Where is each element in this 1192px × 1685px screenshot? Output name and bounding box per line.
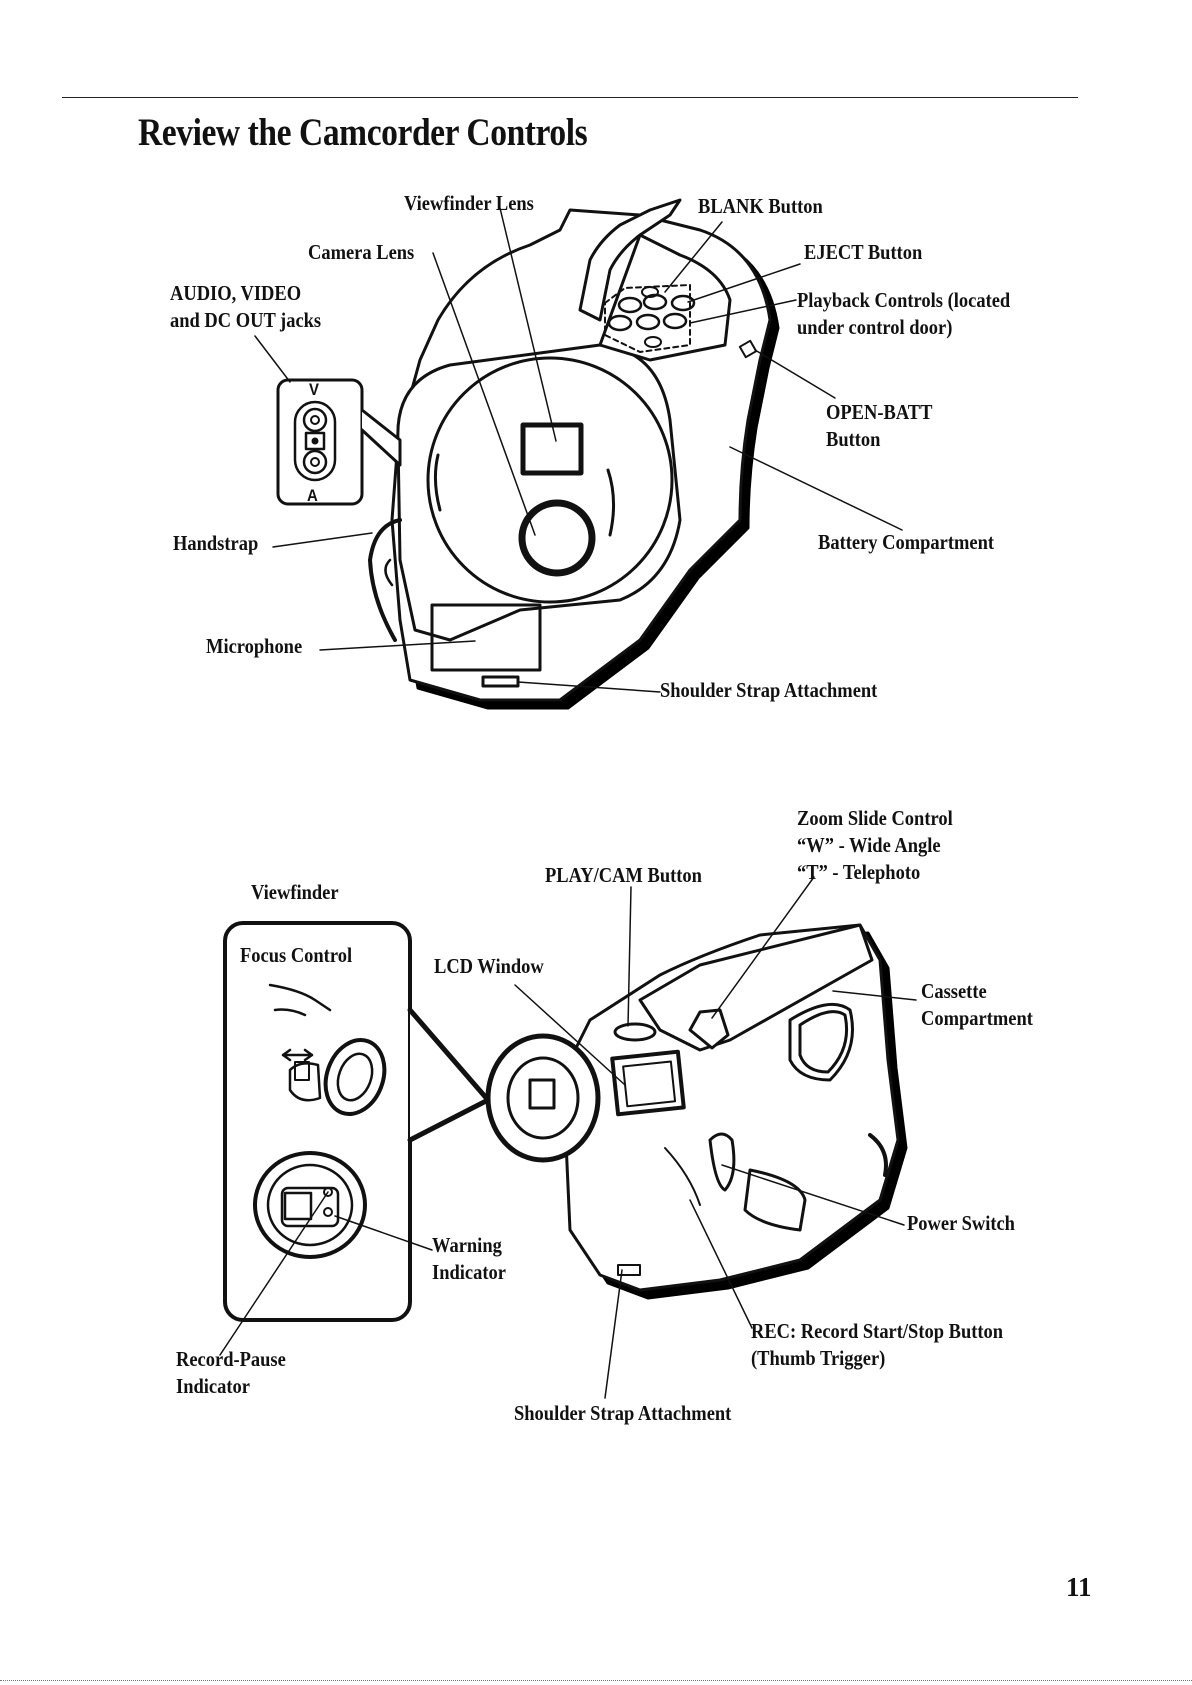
label-open-batt-button: OPEN-BATT Button [826,400,933,451]
label-viewfinder-lens: Viewfinder Lens [404,191,534,215]
label-playback-controls: Playback Controls (located under control… [797,288,1011,339]
label-power-switch: Power Switch [907,1211,1015,1235]
front-leader-lines [254,207,903,693]
label-av-jacks: AUDIO, VIDEO and DC OUT jacks [170,281,322,332]
label-cassette-compartment: Cassette Compartment [921,979,1033,1030]
rear-leader-lines [219,876,917,1399]
bottom-edge [0,1680,1192,1681]
label-record-pause-indicator: Record-Pause Indicator [176,1347,286,1398]
label-rec-button: REC: Record Start/Stop Button (Thumb Tri… [751,1319,1004,1370]
label-eject-button: EJECT Button [804,240,923,264]
label-lcd-window: LCD Window [434,954,544,978]
label-handstrap: Handstrap [173,531,259,555]
jack-letter-a: A [307,486,318,505]
label-shoulder-strap-rear: Shoulder Strap Attachment [514,1401,732,1425]
jack-letter-v: V [309,380,319,399]
label-microphone: Microphone [206,634,303,658]
page-number: 11 [1066,1572,1092,1602]
label-warning-indicator: Warning Indicator [432,1233,506,1284]
header-rule [62,97,1078,98]
front-camcorder-drawing [276,198,780,710]
label-zoom-slide-control: Zoom Slide Control “W” - Wide Angle “T” … [797,806,953,884]
label-viewfinder: Viewfinder [251,880,339,904]
label-blank-button: BLANK Button [698,194,823,218]
label-shoulder-strap-front: Shoulder Strap Attachment [660,678,878,702]
label-play-cam-button: PLAY/CAM Button [545,863,702,887]
label-battery-compartment: Battery Compartment [818,530,995,554]
label-camera-lens: Camera Lens [308,240,415,264]
page-title: Review the Camcorder Controls [138,111,588,154]
rear-camcorder-drawing [223,921,908,1322]
label-focus-control: Focus Control [240,943,353,967]
